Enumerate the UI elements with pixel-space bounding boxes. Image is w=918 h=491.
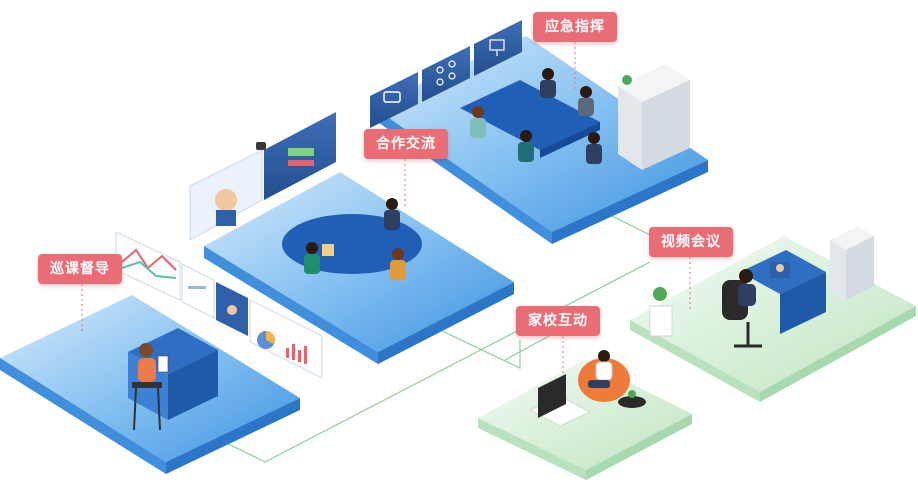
- person-icon: [722, 269, 762, 348]
- drone-icon: [436, 60, 456, 86]
- person-icon: [132, 343, 169, 431]
- platform-home-school-interaction: [478, 350, 692, 480]
- label-patrol-supervision: 巡课督导: [38, 254, 122, 284]
- label-emergency-command: 应急指挥: [533, 12, 617, 42]
- platform-patrol-supervision: [0, 231, 323, 474]
- platform-cooperation-exchange: [189, 112, 514, 364]
- bar-chart-icon: [286, 344, 307, 364]
- presentation-icon: [489, 39, 505, 56]
- platform-video-conference: [630, 226, 916, 402]
- label-cooperation-exchange: 合作交流: [364, 129, 448, 159]
- video-camera-icon: [256, 142, 266, 150]
- monitor-wall: [115, 231, 323, 379]
- label-home-school-interaction: 家校互动: [516, 306, 600, 336]
- label-video-conference: 视频会议: [649, 227, 733, 257]
